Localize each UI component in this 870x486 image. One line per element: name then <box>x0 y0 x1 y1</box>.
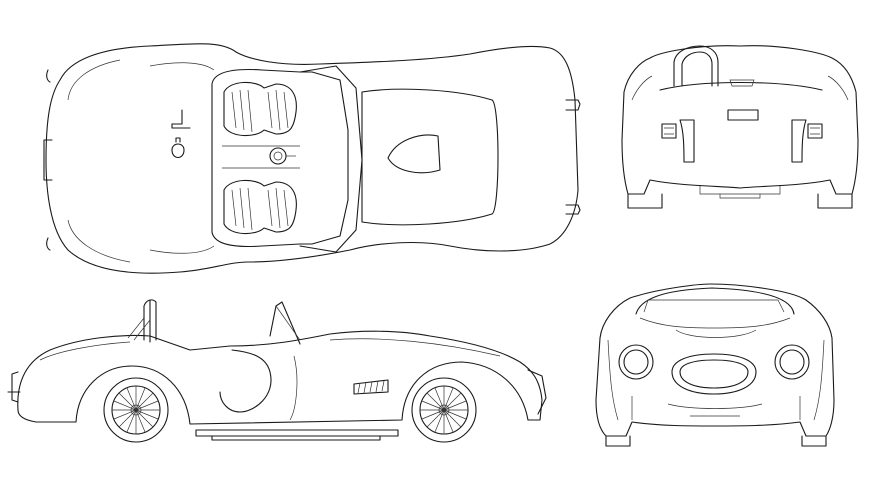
side-exhaust <box>195 429 399 441</box>
rear-license-plate <box>727 109 759 121</box>
top-windshield <box>299 65 363 253</box>
front-body-outline <box>595 283 835 437</box>
front-hood <box>639 317 791 338</box>
rear-view <box>621 45 859 209</box>
rear-body-outline <box>621 45 859 195</box>
front-grille <box>671 353 757 395</box>
top-view <box>43 43 581 274</box>
front-view <box>595 283 835 447</box>
side-rear-wheel-icon <box>103 377 169 443</box>
side-front-bumper <box>527 369 547 415</box>
top-mirror-icon <box>171 109 191 129</box>
side-view <box>7 299 547 443</box>
top-console <box>222 145 300 169</box>
rear-tire-left <box>627 193 663 209</box>
rear-arch-right <box>791 119 807 163</box>
rear-valance <box>699 186 781 199</box>
top-rear-deck <box>361 88 499 226</box>
front-tire-right <box>801 435 827 447</box>
side-door <box>219 349 272 413</box>
side-roll-bar <box>143 299 157 343</box>
side-windshield <box>269 301 301 345</box>
top-hood-line <box>67 59 131 263</box>
front-headlight-right-icon <box>774 344 810 380</box>
side-rear-bumper <box>7 371 21 403</box>
side-front-wheel-icon <box>411 377 477 443</box>
top-rear-bumper <box>565 99 581 215</box>
front-valance <box>667 403 763 417</box>
top-seat-lower <box>223 179 297 235</box>
rear-deck-lid <box>659 81 823 91</box>
rear-arch-left <box>679 119 695 163</box>
top-seat-upper <box>223 81 297 137</box>
top-steering-hub-icon <box>269 147 287 165</box>
front-headlight-left-icon <box>618 344 654 380</box>
side-vent-icon <box>353 379 389 395</box>
front-windshield <box>635 287 795 315</box>
top-deck-scoop <box>387 134 441 174</box>
rear-roll-bar <box>673 45 719 87</box>
top-body-outline <box>45 43 579 274</box>
front-tire-left <box>605 435 631 447</box>
top-fuel-cap-icon <box>171 137 185 159</box>
top-front-bumper <box>43 69 53 251</box>
rear-tire-right <box>817 193 853 209</box>
rear-taillight-left-icon <box>661 123 677 139</box>
top-cockpit <box>211 68 349 248</box>
rear-taillight-right-icon <box>807 123 823 139</box>
